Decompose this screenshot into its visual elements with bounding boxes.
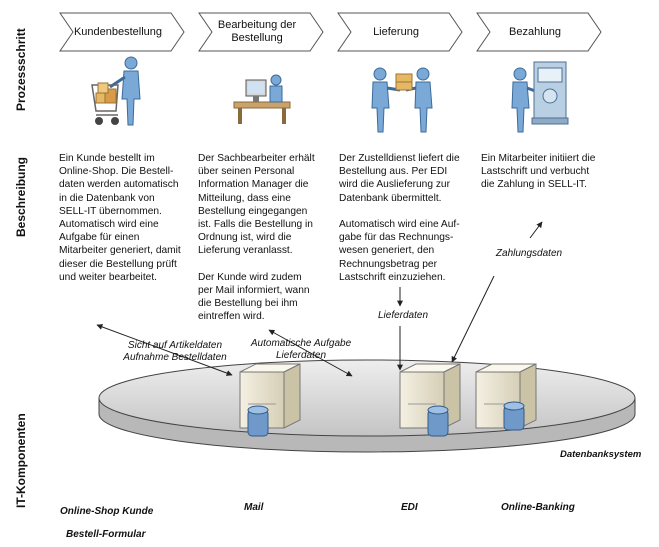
step-label: Lieferung	[373, 25, 419, 38]
office-worker-icon	[233, 74, 291, 124]
flow-label-artikel: Sicht auf Artikeldaten Aufnahme Bestelld…	[123, 340, 227, 363]
step-label: Kundenbestellung	[73, 25, 163, 38]
description-bearbeitung: Der Sachbearbeiter erhält über seinen Pe…	[198, 153, 315, 323]
server-edi	[399, 363, 461, 437]
step-chevron-2: Bearbeitung der Bestellung	[198, 12, 324, 52]
chevron-shape	[59, 12, 185, 52]
chevron-shape	[476, 12, 602, 52]
flow-arrow-mail	[268, 329, 353, 377]
chevron-shape	[198, 12, 324, 52]
step-chevron-4: Bezahlung	[476, 12, 602, 52]
database-platform	[98, 359, 636, 453]
description-kundenbestellung: Ein Kunde bestellt im Online-Shop. Die B…	[59, 153, 181, 283]
chevron-shape	[337, 12, 463, 52]
flow-label-aufgabe: Automatische Aufgabe Lieferdaten	[250, 338, 352, 361]
flow-label-zahlungsdaten: Zahlungsdaten	[495, 248, 563, 259]
it-component-formular: Bestell-Formular	[66, 529, 146, 540]
it-component-edi: EDI	[401, 502, 418, 513]
flow-label-lieferdaten: Lieferdaten	[377, 310, 429, 321]
delivery-icon	[371, 67, 433, 133]
flow-arrow-zahlung	[451, 275, 495, 363]
step-label: Bearbeitung der Bestellung	[217, 19, 297, 44]
atm-payment-icon	[511, 61, 569, 133]
step-chevron-1: Kundenbestellung	[59, 12, 185, 52]
it-component-mail: Mail	[244, 502, 264, 513]
shopping-cart-icon	[91, 56, 141, 126]
step-label: Bezahlung	[509, 25, 561, 38]
flow-arrow-zahlung-up	[529, 221, 543, 239]
step-chevron-3: Lieferung	[337, 12, 463, 52]
flow-arrow-shop	[96, 324, 233, 376]
server-banking	[475, 363, 537, 431]
it-component-shop: Online-Shop Kunde	[60, 506, 154, 517]
description-bezahlung: Ein Mitarbeiter initiiert die Lastschrif…	[481, 153, 596, 191]
database-system-label: Datenbanksystem	[560, 449, 642, 460]
description-lieferung: Der Zustelldienst liefert die Bestellung…	[339, 153, 460, 283]
it-component-banking: Online-Banking	[501, 502, 575, 513]
